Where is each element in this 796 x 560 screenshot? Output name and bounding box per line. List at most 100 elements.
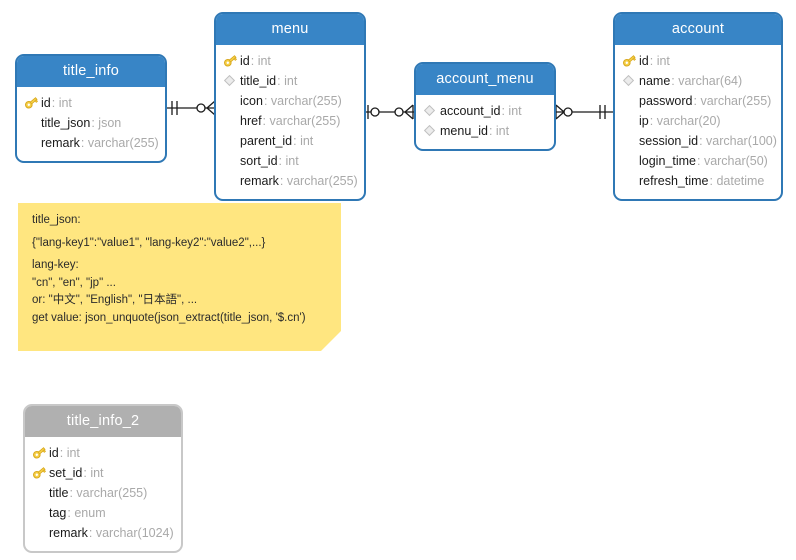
- field-type: : int: [59, 445, 80, 460]
- key-icon: [32, 446, 49, 460]
- field-type: : json: [91, 115, 122, 130]
- no-icon: [32, 526, 49, 540]
- entity-title-info-2-header: title_info_2: [25, 406, 181, 437]
- field-row[interactable]: password : varchar(255): [615, 91, 781, 111]
- field-name: href: [240, 113, 262, 128]
- field-row[interactable]: icon : varchar(255): [216, 91, 364, 111]
- field-type: : int: [250, 53, 271, 68]
- diamond-icon: [622, 74, 639, 88]
- field-row[interactable]: sort_id : int: [216, 151, 364, 171]
- field-row[interactable]: id : int: [17, 93, 165, 113]
- relationship-menu-account-menu[interactable]: [366, 100, 414, 124]
- field-type: : varchar(255): [262, 113, 341, 128]
- field-row[interactable]: login_time : varchar(50): [615, 151, 781, 171]
- field-row[interactable]: refresh_time : datetime: [615, 171, 781, 191]
- no-icon: [622, 114, 639, 128]
- field-name: sort_id: [240, 153, 278, 168]
- note-content: title_json: {"lang-key1":"value1", "lang…: [18, 203, 341, 324]
- field-row[interactable]: tag : enum: [25, 503, 181, 523]
- field-type: : int: [293, 133, 314, 148]
- note-line: title_json:: [32, 214, 81, 226]
- field-type: : int: [649, 53, 670, 68]
- field-type: : varchar(64): [671, 73, 743, 88]
- relationship-title-info-menu[interactable]: [166, 96, 216, 120]
- entity-title-info[interactable]: title_info id : int title_json : json re…: [15, 54, 167, 163]
- entity-menu[interactable]: menu id : int title_id : int icon : varc…: [214, 12, 366, 201]
- diamond-icon: [423, 124, 440, 138]
- field-row[interactable]: remark : varchar(255): [216, 171, 364, 191]
- field-name: refresh_time: [639, 173, 709, 188]
- field-row[interactable]: remark : varchar(255): [17, 133, 165, 153]
- field-type: : enum: [67, 505, 106, 520]
- note-line: or: "中文", "English", "日本語", ...: [32, 294, 198, 306]
- entity-menu-fields: id : int title_id : int icon : varchar(2…: [216, 45, 364, 199]
- diamond-icon: [223, 74, 240, 88]
- field-row[interactable]: href : varchar(255): [216, 111, 364, 131]
- field-name: login_time: [639, 153, 696, 168]
- no-icon: [24, 136, 41, 150]
- field-type: : int: [278, 153, 299, 168]
- field-name: session_id: [639, 133, 699, 148]
- field-type: : varchar(100): [699, 133, 777, 148]
- field-type: : varchar(255): [80, 135, 159, 150]
- field-name: name: [639, 73, 671, 88]
- field-type: : varchar(255): [263, 93, 342, 108]
- entity-account-header: account: [615, 14, 781, 45]
- field-name: title: [49, 485, 69, 500]
- field-name: id: [49, 445, 59, 460]
- field-type: : varchar(50): [696, 153, 768, 168]
- no-icon: [223, 174, 240, 188]
- entity-account-menu-header: account_menu: [416, 64, 554, 95]
- entity-account-menu-fields: account_id : int menu_id : int: [416, 95, 554, 149]
- entity-title-info-fields: id : int title_json : json remark : varc…: [17, 87, 165, 161]
- field-row[interactable]: set_id : int: [25, 463, 181, 483]
- no-icon: [622, 174, 639, 188]
- field-row[interactable]: id : int: [25, 443, 181, 463]
- field-row[interactable]: title_json : json: [17, 113, 165, 133]
- field-name: icon: [240, 93, 263, 108]
- field-name: account_id: [440, 103, 501, 118]
- field-type: : int: [83, 465, 104, 480]
- field-row[interactable]: session_id : varchar(100): [615, 131, 781, 151]
- field-type: : int: [501, 103, 522, 118]
- no-icon: [622, 154, 639, 168]
- entity-title-info-2[interactable]: title_info_2 id : int set_id : int title…: [23, 404, 183, 553]
- key-icon: [32, 466, 49, 480]
- entity-menu-header: menu: [216, 14, 364, 45]
- field-name: remark: [41, 135, 80, 150]
- note-line: "cn", "en", "jp" ...: [32, 276, 116, 289]
- no-icon: [223, 114, 240, 128]
- field-row[interactable]: ip : varchar(20): [615, 111, 781, 131]
- field-name: id: [41, 95, 51, 110]
- field-row[interactable]: title : varchar(255): [25, 483, 181, 503]
- field-name: tag: [49, 505, 67, 520]
- field-row[interactable]: parent_id : int: [216, 131, 364, 151]
- field-row[interactable]: id : int: [615, 51, 781, 71]
- field-row[interactable]: name : varchar(64): [615, 71, 781, 91]
- entity-account-menu[interactable]: account_menu account_id : int menu_id : …: [414, 62, 556, 151]
- field-row[interactable]: title_id : int: [216, 71, 364, 91]
- field-row[interactable]: menu_id : int: [416, 121, 554, 141]
- field-type: : varchar(1024): [88, 525, 174, 540]
- no-icon: [223, 94, 240, 108]
- relationship-account-menu-account[interactable]: [555, 100, 614, 124]
- entity-title-info-2-fields: id : int set_id : int title : varchar(25…: [25, 437, 181, 551]
- field-name: parent_id: [240, 133, 293, 148]
- note-fold-corner: [321, 331, 341, 351]
- field-type: : datetime: [709, 173, 765, 188]
- field-row[interactable]: remark : varchar(1024): [25, 523, 181, 543]
- field-type: : int: [488, 123, 510, 138]
- field-row[interactable]: id : int: [216, 51, 364, 71]
- field-type: : varchar(255): [69, 485, 148, 500]
- entity-account-fields: id : int name : varchar(64) password : v…: [615, 45, 781, 199]
- field-type: : varchar(255): [279, 173, 358, 188]
- entity-account[interactable]: account id : int name : varchar(64) pass…: [613, 12, 783, 201]
- field-name: title_json: [41, 115, 91, 130]
- field-name: set_id: [49, 465, 83, 480]
- field-type: : int: [277, 73, 298, 88]
- key-icon: [223, 54, 240, 68]
- no-icon: [223, 154, 240, 168]
- no-icon: [223, 134, 240, 148]
- field-row[interactable]: account_id : int: [416, 101, 554, 121]
- note-title-json[interactable]: title_json: {"lang-key1":"value1", "lang…: [18, 203, 341, 351]
